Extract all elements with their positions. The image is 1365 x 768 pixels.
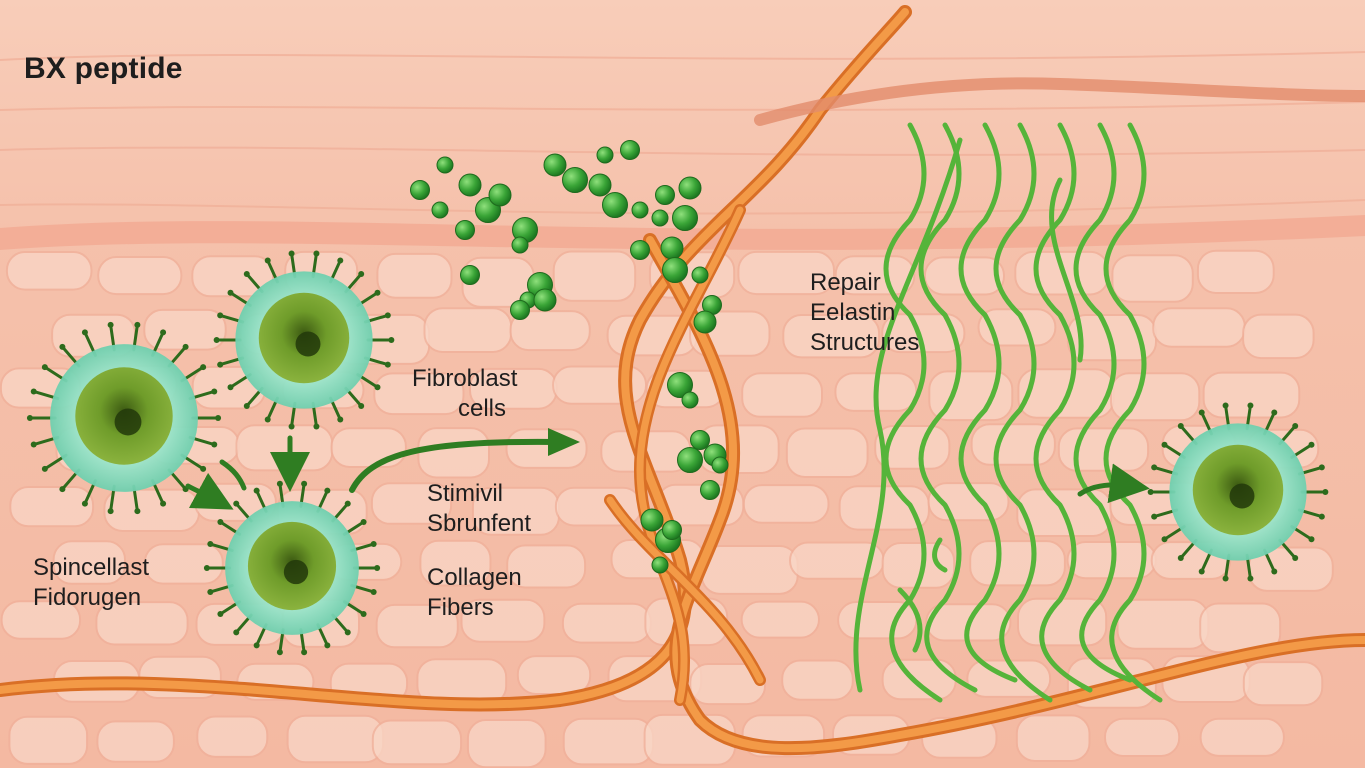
stimulus-label-line-1: Stimivil [427,480,503,507]
stimulus-label: Stimivil Sbrunfent [427,479,531,539]
epidermis-layer [0,51,1365,215]
fibroblast-cell [26,321,222,515]
stimulus-label-line-2: Sbrunfent [427,510,532,537]
repair-label-line-2: Eelastin [810,299,896,326]
fibroblast-label: Fibroblast cells [412,364,517,424]
fibroblast-cell [213,250,395,430]
arrow-icon [185,428,1150,510]
left-cell-label: Spincellast Fidorugen [33,553,149,613]
collagen-label: Collagen Fibers [427,563,522,623]
peptide-sphere-icon [410,140,729,574]
repair-label-line-1: Repair [810,269,881,296]
fibroblast-label-line-1: Fibroblast [412,365,518,392]
elastin-fiber-icon [853,122,1163,703]
diagram-title: BX peptide [24,52,183,85]
left-cell-label-line-2: Fidorugen [33,584,142,611]
left-cell-label-line-1: Spincellast [33,554,150,581]
repair-label-line-3: Structures [810,329,920,356]
fibroblast-label-line-2: cells [458,395,507,422]
collagen-label-line-1: Collagen [427,564,522,591]
repair-label: Repair Eelastin Structures [810,268,919,358]
collagen-label-line-2: Fibers [427,594,494,621]
collagen-fiber-icon [0,5,1365,756]
fibroblast-cell-icon [26,250,1329,656]
fibroblast-cell [1147,402,1329,582]
